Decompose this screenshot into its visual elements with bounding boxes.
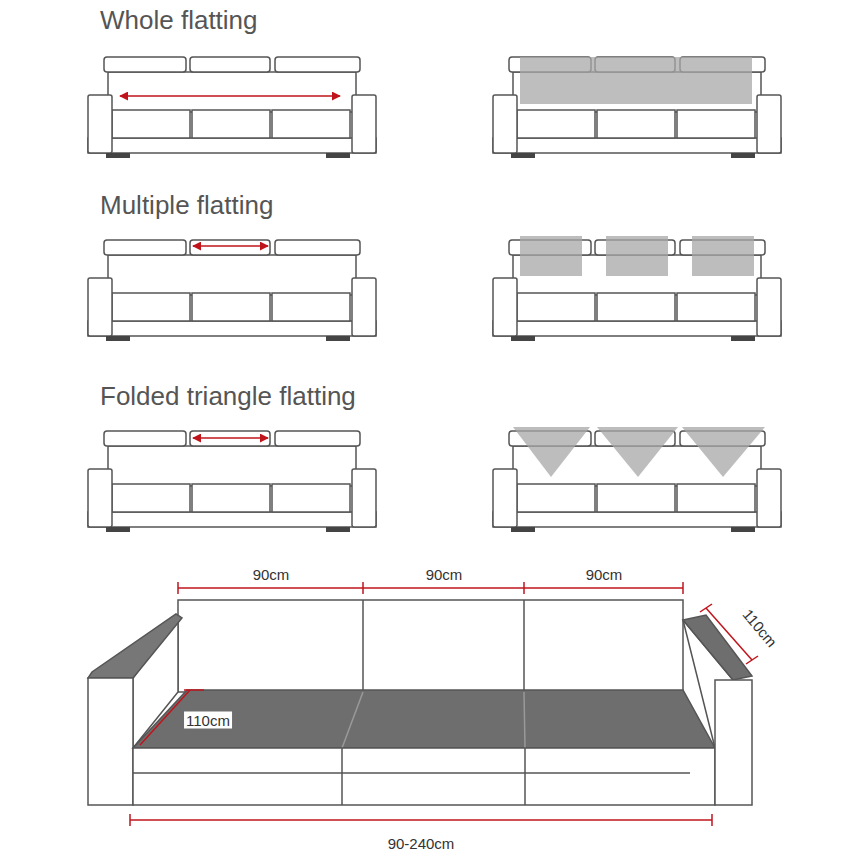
dimension-label: 90cm [424, 566, 465, 583]
dimension-label: 90-240cm [386, 835, 457, 852]
cover-multiple [520, 236, 754, 276]
large-sofa [88, 600, 752, 805]
cover-triangle [513, 427, 765, 477]
dimension-label: 90cm [251, 566, 292, 583]
sofa-outline [88, 431, 376, 532]
sofa-outline [493, 57, 781, 158]
measure-arrow [193, 437, 268, 439]
section-heading: Folded triangle flatting [100, 381, 356, 412]
measure-arrow [120, 95, 340, 97]
dimension-lines [130, 582, 758, 826]
section-heading: Whole flatting [100, 5, 258, 36]
dimension-label: 110cm [184, 712, 232, 729]
dimension-label: 110cm [738, 604, 782, 652]
section-heading: Multiple flatting [100, 190, 273, 221]
cover-whole [520, 57, 752, 104]
sofa-outline [88, 240, 376, 341]
sofa-outline [88, 57, 376, 158]
measure-arrow [193, 245, 268, 247]
dimension-label: 90cm [584, 566, 625, 583]
